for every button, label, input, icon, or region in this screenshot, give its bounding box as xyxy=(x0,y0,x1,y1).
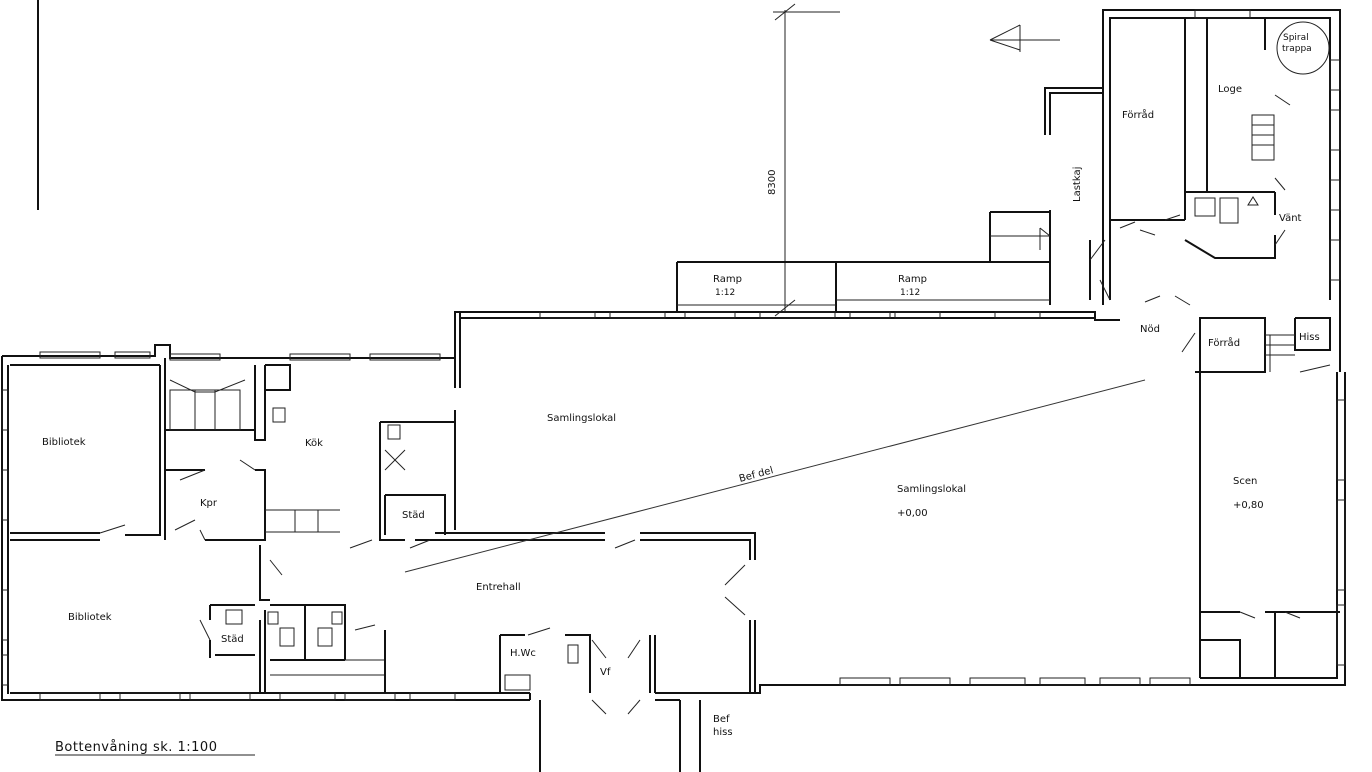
room-label-kok: Kök xyxy=(305,438,323,449)
room-label-samlingslokal-north: Samlingslokal xyxy=(547,413,616,424)
spiral-stair-icon xyxy=(1276,21,1330,75)
room-label-loge: Loge xyxy=(1218,84,1242,95)
ramp-left-label: Ramp xyxy=(713,274,742,285)
room-label-stad-upper: Städ xyxy=(402,510,425,521)
interior-walls xyxy=(10,18,1340,693)
fixtures xyxy=(169,379,579,691)
room-label-forrad-lower: Förråd xyxy=(1208,336,1240,349)
ramp-left-ratio: 1:12 xyxy=(715,288,735,298)
room-label-entrehall: Entrehall xyxy=(476,582,521,593)
dimension-line xyxy=(773,3,840,317)
room-label-stad-lower: Städ xyxy=(221,634,244,645)
room-label-hiss-existing: hiss xyxy=(713,727,733,738)
bef-del-label: Bef del xyxy=(738,465,775,485)
room-label-vf: Vf xyxy=(600,667,611,678)
room-label-trappa: trappa xyxy=(1282,44,1312,54)
room-label-hiss: Hiss xyxy=(1299,332,1320,343)
door-swings xyxy=(99,94,1331,715)
room-label-bibliotek-upper: Bibliotek xyxy=(42,437,86,448)
room-label-kpr: Kpr xyxy=(200,498,218,509)
ramp-right-label: Ramp xyxy=(898,274,927,285)
room-label-hwc: H.Wc xyxy=(510,648,536,659)
room-label-nod: Nöd xyxy=(1140,324,1160,335)
room-label-bef: Bef xyxy=(713,714,730,725)
room-label-samlingslokal-main: Samlingslokal xyxy=(897,484,966,495)
ramp-right-ratio: 1:12 xyxy=(900,288,920,298)
outer-walls xyxy=(1,9,1346,772)
room-label-lastkaj: Lastkaj xyxy=(1072,167,1083,202)
room-level-samlingslokal: +0,00 xyxy=(897,508,928,519)
room-label-scen: Scen xyxy=(1233,476,1257,487)
north-arrow-icon xyxy=(989,24,1060,52)
room-label-spiral: Spiral xyxy=(1283,33,1309,43)
room-level-scen: +0,80 xyxy=(1233,500,1264,511)
room-label-forrad-upper: Förråd xyxy=(1122,108,1154,121)
window-markers xyxy=(1,9,1346,701)
drawing-title: Bottenvåning sk. 1:100 xyxy=(55,740,217,755)
dimension-label: 8300 xyxy=(767,170,778,195)
existing-part-boundary-line xyxy=(404,379,1146,573)
room-label-bibliotek-lower: Bibliotek xyxy=(68,612,112,623)
room-label-vant: Vänt xyxy=(1279,213,1302,224)
